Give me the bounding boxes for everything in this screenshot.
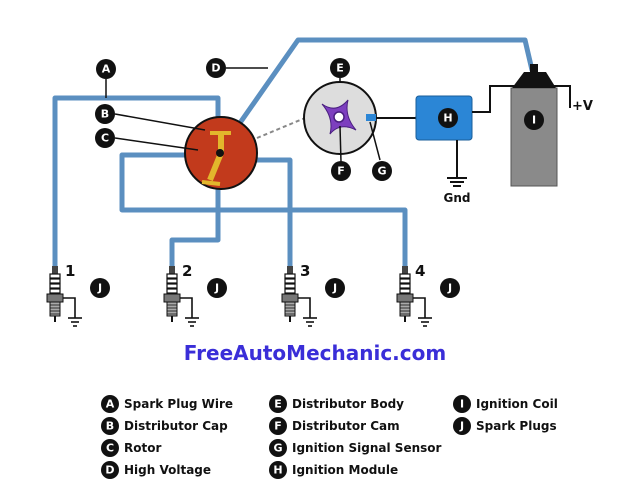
callout-leaders bbox=[105, 67, 381, 163]
svg-text:J: J bbox=[214, 282, 219, 295]
svg-text:E: E bbox=[274, 398, 282, 411]
legend-label: Ignition Coil bbox=[476, 397, 558, 411]
legend-item-i: I Ignition Coil bbox=[453, 395, 558, 413]
legend-item-a: A Spark Plug Wire bbox=[101, 395, 233, 413]
module-coil-wire bbox=[472, 85, 516, 113]
callout-B: B bbox=[95, 104, 115, 124]
legend-label: Ignition Module bbox=[292, 463, 398, 477]
svg-text:H: H bbox=[443, 112, 452, 125]
callout-C: C bbox=[95, 128, 115, 148]
callout-F: F bbox=[331, 161, 351, 181]
callout-E: E bbox=[330, 58, 350, 78]
cam-shaft bbox=[333, 111, 345, 123]
svg-text:D: D bbox=[105, 464, 114, 477]
svg-text:J: J bbox=[447, 282, 452, 295]
callout-G: G bbox=[372, 161, 392, 181]
legend-label: Distributor Cap bbox=[124, 419, 228, 433]
wire-plug-4 bbox=[229, 207, 408, 271]
legend-label: High Voltage bbox=[124, 463, 211, 477]
legend-item-f: F Distributor Cam bbox=[269, 417, 400, 435]
legend-item-e: E Distributor Body bbox=[269, 395, 404, 413]
plug-number-2: 2 bbox=[182, 262, 192, 280]
callout-J-3: J bbox=[325, 278, 345, 298]
svg-text:I: I bbox=[532, 114, 536, 127]
callout-J-4: J bbox=[440, 278, 460, 298]
site-title: FreeAutoMechanic.com bbox=[184, 341, 446, 365]
spark-plug-1: 1J bbox=[46, 262, 110, 327]
plug-number-4: 4 bbox=[415, 262, 425, 280]
svg-text:J: J bbox=[97, 282, 102, 295]
legend-item-c: C Rotor bbox=[101, 439, 161, 457]
callout-H: H bbox=[438, 108, 458, 128]
spark-plug-3: 3J bbox=[281, 262, 345, 327]
legend-item-j: J Spark Plugs bbox=[453, 417, 557, 435]
svg-text:A: A bbox=[106, 398, 115, 411]
legend-item-g: G Ignition Signal Sensor bbox=[269, 439, 442, 457]
svg-text:C: C bbox=[101, 132, 109, 145]
supply-wire bbox=[553, 85, 571, 108]
svg-text:J: J bbox=[459, 420, 464, 433]
ignition-coil bbox=[510, 64, 558, 187]
callout-J-1: J bbox=[90, 278, 110, 298]
svg-text:F: F bbox=[274, 420, 282, 433]
rotor bbox=[201, 131, 231, 186]
plug-number-3: 3 bbox=[300, 262, 310, 280]
module-ground bbox=[447, 140, 467, 187]
svg-text:D: D bbox=[211, 62, 220, 75]
distributor-shaft-link bbox=[256, 117, 306, 139]
svg-text:G: G bbox=[377, 165, 386, 178]
ground-label: Gnd bbox=[444, 191, 471, 205]
callout-J-2: J bbox=[207, 278, 227, 298]
supply-label: +V bbox=[572, 99, 593, 114]
callout-D: D bbox=[206, 58, 226, 78]
svg-text:I: I bbox=[460, 398, 464, 411]
svg-text:C: C bbox=[106, 442, 114, 455]
wire-plug-1 bbox=[52, 95, 221, 271]
callout-A: A bbox=[96, 59, 116, 79]
svg-text:A: A bbox=[102, 63, 111, 76]
legend-label: Ignition Signal Sensor bbox=[292, 441, 442, 455]
spark-plug-2: 2J bbox=[163, 262, 227, 327]
svg-text:F: F bbox=[337, 165, 345, 178]
svg-text:B: B bbox=[106, 420, 114, 433]
legend-item-b: B Distributor Cap bbox=[101, 417, 228, 435]
wire-plug-3 bbox=[242, 157, 293, 271]
svg-text:E: E bbox=[336, 62, 344, 75]
plug-number-1: 1 bbox=[65, 262, 75, 280]
spark-plug-4: 4J bbox=[396, 262, 460, 327]
callout-I: I bbox=[524, 110, 544, 130]
svg-text:B: B bbox=[101, 108, 109, 121]
legend-label: Rotor bbox=[124, 441, 161, 455]
legend-label: Spark Plug Wire bbox=[124, 397, 233, 411]
legend-item-h: H Ignition Module bbox=[269, 461, 398, 479]
svg-text:J: J bbox=[332, 282, 337, 295]
legend-item-d: D High Voltage bbox=[101, 461, 211, 479]
svg-text:G: G bbox=[273, 442, 282, 455]
legend-label: Spark Plugs bbox=[476, 419, 557, 433]
svg-text:H: H bbox=[273, 464, 282, 477]
signal-sensor bbox=[366, 114, 376, 121]
high-voltage-wire bbox=[225, 37, 535, 143]
legend-label: Distributor Body bbox=[292, 397, 404, 411]
spark-plug-wires bbox=[52, 95, 408, 271]
legend-label: Distributor Cam bbox=[292, 419, 400, 433]
